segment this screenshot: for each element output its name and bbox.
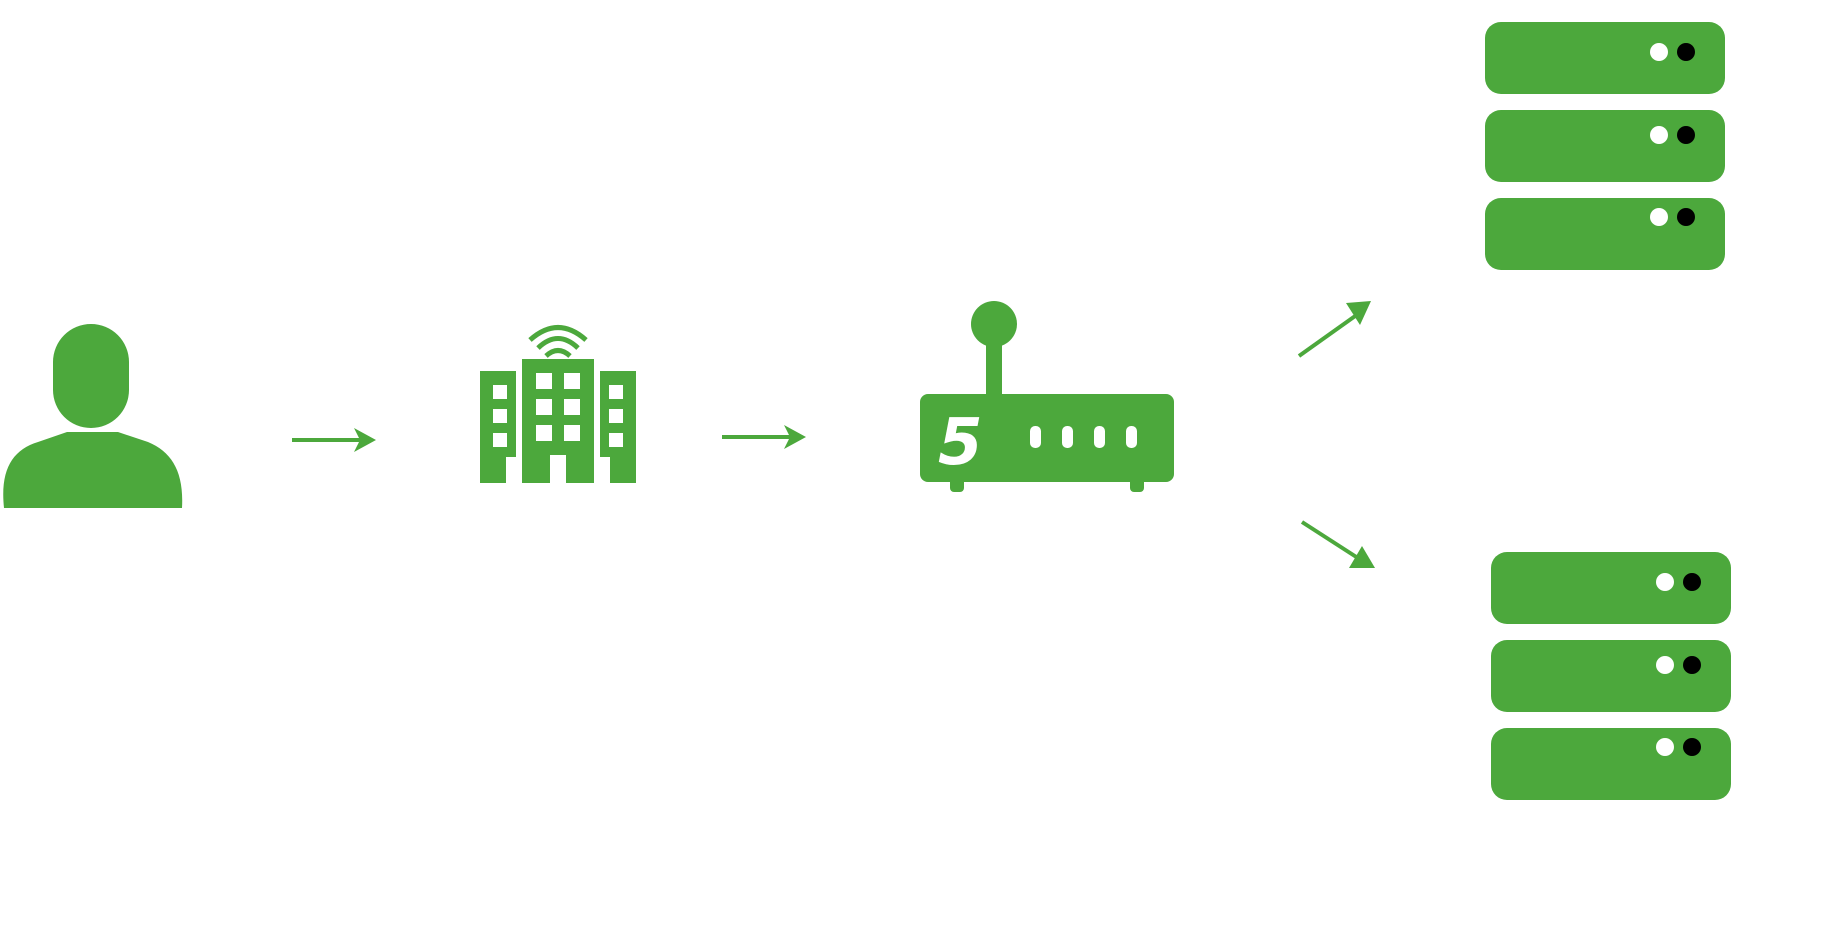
arrow-router-to-server-top [1296,298,1376,360]
office-building-wifi-icon [478,315,638,485]
server-unit-icon [1491,640,1731,712]
server-unit-icon [1485,110,1725,182]
server-stack-top [1483,22,1728,272]
arrow-user-to-building [290,425,380,455]
5g-router-icon: 5 [918,301,1178,497]
user-icon [0,320,190,510]
server-unit-icon [1491,552,1731,624]
router-badge: 5 [938,406,983,480]
arrow-building-to-router [720,422,810,452]
arrow-router-to-server-bottom [1299,518,1379,580]
server-stack-bottom [1489,552,1734,802]
server-unit-icon [1485,22,1725,94]
server-unit-icon [1485,198,1725,270]
server-unit-icon [1491,728,1731,800]
